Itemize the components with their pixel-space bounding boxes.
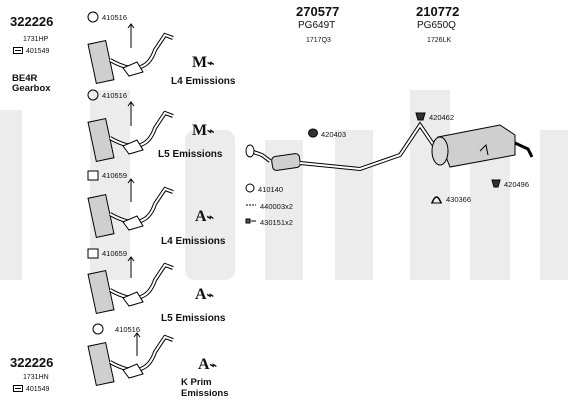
gearbox-line2: Gearbox [12,83,51,94]
rubber-mount-icon [308,128,318,140]
part-210772-sub2: 1726LK [427,37,452,44]
catalyst-pipe-drawing-1 [87,11,174,85]
gearbox-label: BE4R Gearbox [12,74,51,94]
row-4-label: L5 Emissions [161,313,226,324]
left-top-ref-number: 401549 [26,48,50,55]
row-3-label: L4 Emissions [161,236,226,247]
callout-420403-text: 420403 [321,129,347,139]
left-top-part-sub: 1731HP [23,36,49,43]
callout-430366-text: 430366 [446,195,472,204]
callout-430151: 430151x2 [245,217,293,227]
row-1-badge: M⌁ [192,54,215,71]
row-1: 410516 M⌁ L4 Emissions [85,10,255,90]
row-4: 410659 A⌁ L5 Emissions [85,246,255,326]
rubber-mount-icon [491,178,501,190]
left-bottom-ref: 401549 [13,385,49,394]
callout-430366: 430366 [430,193,471,206]
callout-410140-text: 410140 [258,184,284,194]
row-5-label-line2: Emissions [181,388,229,399]
gasket-ring-icon [245,183,255,195]
part-210772: 210772 [416,4,460,19]
automatic-gearbox-icon: A [195,286,207,303]
catalyst-pipe-drawing-2 [87,89,174,163]
row-2-badge: M⌁ [192,122,215,139]
row-3-badge: A⌁ [195,208,214,225]
row-3-ref: 410659 [102,171,128,180]
row-5: 410516 A⌁ K Prim Emissions [85,322,255,400]
catalyst-small-icon [13,385,23,394]
row-5-label-line1: K Prim [181,377,212,388]
part-210772-sub1: PG650Q [417,20,456,31]
manual-gearbox-icon: M [192,54,208,71]
row-1-ref: 410516 [102,13,128,22]
row-2-label: L5 Emissions [158,149,223,160]
callout-430151-text: 430151x2 [260,217,293,227]
part-270577-sub1: PG649T [298,20,336,31]
catalyst-pipe-drawing-3 [87,170,174,239]
left-bottom-part-number: 322226 [10,355,54,370]
part-270577: 270577 [296,4,340,19]
left-bottom-part-sub: 1731HN [23,374,49,381]
automatic-gearbox-icon: A [198,356,210,373]
callout-420462: 420462 [415,111,454,123]
nut-icon [245,217,257,227]
row-5-ref: 410516 [115,325,141,334]
row-3: 410659 A⌁ L4 Emissions [85,168,255,248]
catalyst-small-icon [13,47,23,56]
rubber-hanger-icon [415,111,426,123]
automatic-gearbox-icon: A [195,208,207,225]
callout-410140: 410140 [245,183,283,195]
callout-440003-text: 440003x2 [260,201,293,211]
bolt-icon [245,201,257,211]
row-2-ref: 410516 [102,91,128,100]
row-2: 410516 M⌁ L5 Emissions [85,88,255,168]
row-4-ref: 410659 [102,249,128,258]
callout-420496-text: 420496 [504,179,530,189]
catalyst-pipe-drawing-5 [87,323,174,387]
callout-440003: 440003x2 [245,201,293,211]
row-5-badge: A⌁ [198,356,217,373]
clamp-icon [430,193,443,206]
callout-420496: 420496 [491,178,529,190]
callout-420403: 420403 [308,128,346,140]
row-4-badge: A⌁ [195,286,214,303]
row-1-label: L4 Emissions [171,76,236,87]
manual-gearbox-icon: M [192,122,208,139]
exhaust-system-drawing [245,121,534,172]
catalyst-pipe-drawing-4 [87,248,174,315]
part-270577-sub2: 1717Q3 [306,37,331,44]
row-5-label: K Prim Emissions [181,377,229,399]
callout-420462-text: 420462 [429,112,455,122]
left-top-part-number: 322226 [10,14,54,29]
gearbox-line1: BE4R [12,73,38,84]
left-top-ref: 401549 [13,47,49,56]
left-bottom-ref-number: 401549 [26,386,50,393]
